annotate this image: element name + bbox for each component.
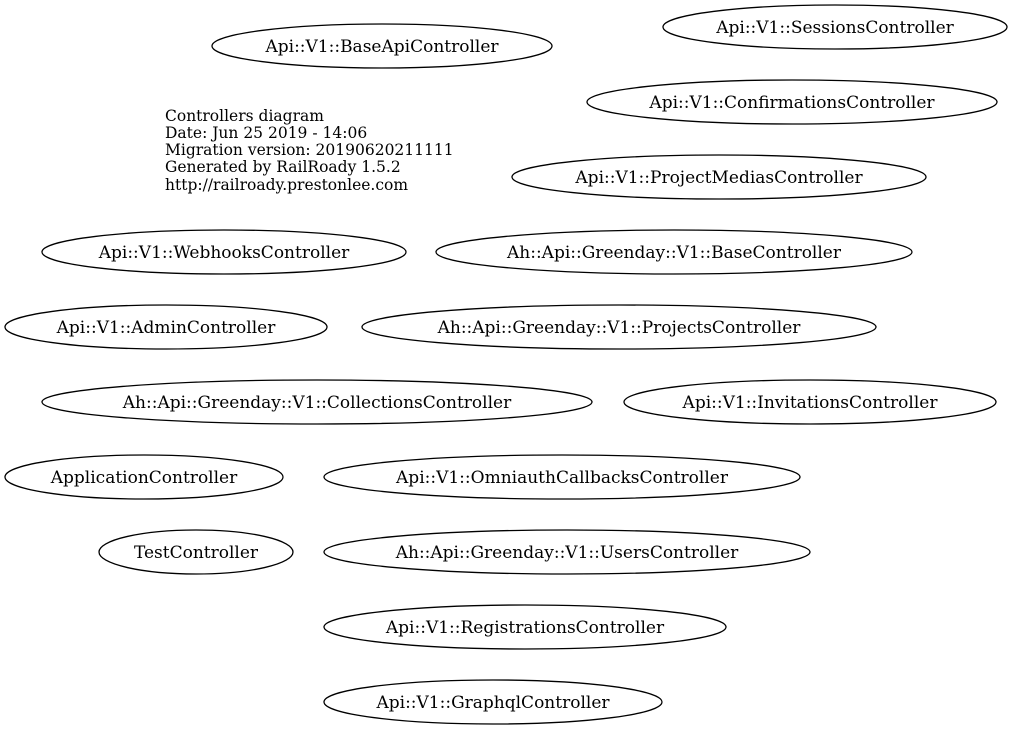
node-graphql-controller[interactable]: Api::V1::GraphqlController bbox=[323, 679, 663, 725]
node-greenday-users-controller[interactable]: Ah::Api::Greenday::V1::UsersController bbox=[323, 529, 811, 575]
legend-line-generator: Generated by RailRoady 1.5.2 bbox=[165, 158, 401, 176]
node-label: Api::V1::SessionsController bbox=[715, 18, 954, 38]
node-greenday-base-controller[interactable]: Ah::Api::Greenday::V1::BaseController bbox=[435, 229, 913, 275]
node-project-medias-controller[interactable]: Api::V1::ProjectMediasController bbox=[511, 154, 927, 200]
node-label: Api::V1::InvitationsController bbox=[682, 393, 939, 413]
node-admin-controller[interactable]: Api::V1::AdminController bbox=[4, 304, 328, 350]
node-registrations-controller[interactable]: Api::V1::RegistrationsController bbox=[323, 604, 727, 650]
node-label: Api::V1::WebhooksController bbox=[98, 243, 350, 263]
node-omniauth-callbacks-controller[interactable]: Api::V1::OmniauthCallbacksController bbox=[323, 454, 801, 500]
diagram-legend: Controllers diagram Date: Jun 25 2019 - … bbox=[165, 107, 454, 194]
node-greenday-collections-controller[interactable]: Ah::Api::Greenday::V1::CollectionsContro… bbox=[41, 379, 593, 425]
node-application-controller[interactable]: ApplicationController bbox=[4, 454, 284, 500]
legend-line-migration: Migration version: 20190620211111 bbox=[165, 141, 454, 159]
node-label: Ah::Api::Greenday::V1::CollectionsContro… bbox=[122, 393, 512, 413]
node-label: Api::V1::GraphqlController bbox=[375, 693, 610, 713]
node-label: TestController bbox=[134, 543, 259, 563]
node-webhooks-controller[interactable]: Api::V1::WebhooksController bbox=[41, 229, 407, 275]
node-label: Api::V1::ProjectMediasController bbox=[574, 168, 863, 188]
node-test-controller[interactable]: TestController bbox=[98, 529, 294, 575]
node-invitations-controller[interactable]: Api::V1::InvitationsController bbox=[623, 379, 997, 425]
node-greenday-projects-controller[interactable]: Ah::Api::Greenday::V1::ProjectsControlle… bbox=[361, 304, 877, 350]
node-confirmations-controller[interactable]: Api::V1::ConfirmationsController bbox=[586, 79, 998, 125]
legend-line-title: Controllers diagram bbox=[165, 107, 324, 125]
node-label: Api::V1::AdminController bbox=[56, 318, 277, 338]
node-label: Ah::Api::Greenday::V1::ProjectsControlle… bbox=[437, 318, 802, 338]
node-label: ApplicationController bbox=[50, 468, 238, 488]
node-sessions-controller[interactable]: Api::V1::SessionsController bbox=[662, 4, 1008, 50]
node-label: Ah::Api::Greenday::V1::UsersController bbox=[395, 543, 739, 563]
legend-line-url: http://railroady.prestonlee.com bbox=[165, 176, 408, 194]
node-label: Api::V1::BaseApiController bbox=[264, 37, 499, 57]
legend-line-date: Date: Jun 25 2019 - 14:06 bbox=[165, 124, 367, 142]
node-label: Api::V1::RegistrationsController bbox=[385, 618, 665, 638]
node-label: Ah::Api::Greenday::V1::BaseController bbox=[506, 243, 842, 263]
node-label: Api::V1::OmniauthCallbacksController bbox=[395, 468, 729, 488]
node-base-api-controller[interactable]: Api::V1::BaseApiController bbox=[211, 23, 553, 69]
node-label: Api::V1::ConfirmationsController bbox=[648, 93, 935, 113]
